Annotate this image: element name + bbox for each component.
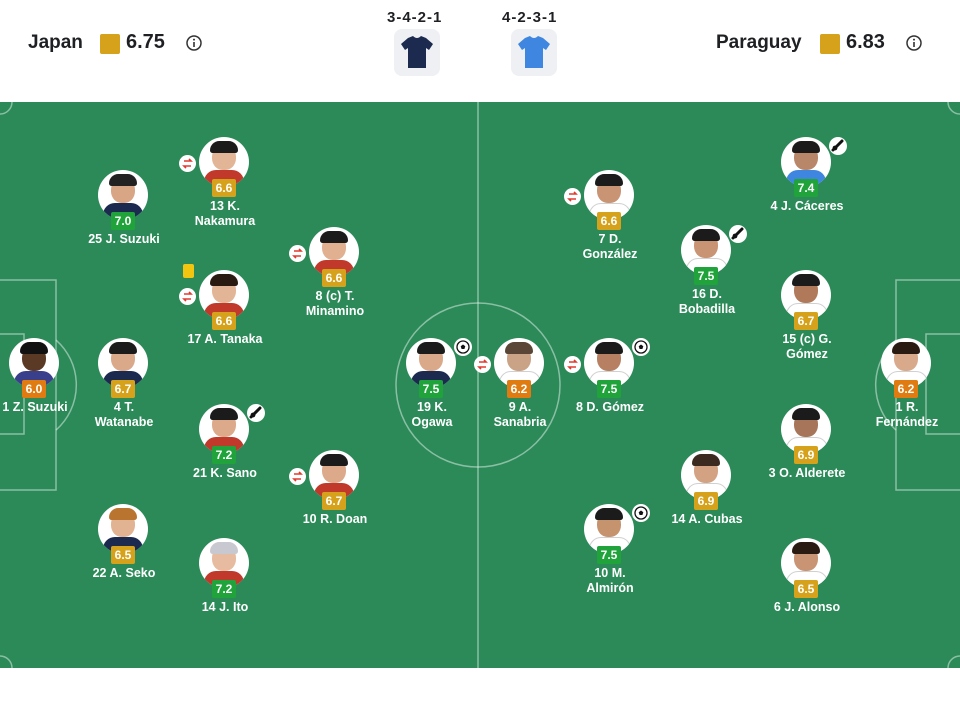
player-name: 22 A. Seko: [92, 566, 156, 580]
whistle-icon: [729, 225, 747, 243]
player-rating-badge: 6.7: [322, 492, 346, 510]
away-team-name[interactable]: Paraguay: [716, 32, 802, 53]
whistle-icon: [247, 404, 265, 422]
player-rating-badge: 7.4: [794, 179, 818, 197]
player-name: 9 A.Sanabria: [493, 400, 547, 429]
player-rating-badge: 6.6: [322, 269, 346, 287]
player-name: 25 J. Suzuki: [88, 232, 160, 246]
player-name: 3 O. Alderete: [768, 466, 846, 480]
home-team-name[interactable]: Japan: [28, 32, 83, 53]
player-name: 1 R.Fernández: [875, 400, 939, 429]
goal-ball-icon: [632, 504, 650, 522]
goal-ball-icon: [454, 338, 472, 356]
home-jersey-card[interactable]: [394, 29, 440, 76]
player-name: 6 J. Alonso: [773, 600, 841, 614]
home-team-rating: 6.75: [126, 31, 165, 53]
home-info-icon[interactable]: [186, 35, 202, 51]
away-jersey-card[interactable]: [511, 29, 557, 76]
player-rating-badge: 6.0: [22, 380, 46, 398]
player-name: 13 K.Nakamura: [194, 199, 256, 228]
substitution-icon: [179, 288, 196, 305]
yellow-card-icon: [183, 264, 194, 278]
player-rating-badge: 7.2: [212, 446, 236, 464]
away-jersey-icon: [518, 36, 550, 68]
substitution-icon: [179, 155, 196, 172]
player-name: 14 J. Ito: [201, 600, 249, 614]
player-rating-badge: 6.9: [794, 446, 818, 464]
player-photo: [199, 404, 249, 454]
player-rating-badge: 6.6: [212, 179, 236, 197]
player-rating-badge: 6.6: [597, 212, 621, 230]
match-header: Japan 6.75 3-4-2-1 4-2-3-1 Paraguay 6.83: [0, 0, 960, 102]
home-formation: 3-4-2-1: [387, 9, 443, 26]
player-photo: [309, 227, 359, 277]
player-photo: [9, 338, 59, 388]
player-rating-badge: 7.5: [597, 546, 621, 564]
player-rating-badge: 6.2: [507, 380, 531, 398]
player-name: 16 D.Bobadilla: [678, 287, 736, 316]
substitution-icon: [564, 356, 581, 373]
player-name: 7 D.González: [582, 232, 638, 261]
player-photo: [199, 538, 249, 588]
away-formation: 4-2-3-1: [502, 9, 558, 26]
player-name: 1 Z. Suzuki: [2, 400, 68, 414]
home-rating-square: [100, 34, 120, 54]
player-rating-badge: 6.6: [212, 312, 236, 330]
player-rating-badge: 6.7: [111, 380, 135, 398]
player-name: 8 (c) T.Minamino: [305, 289, 365, 318]
player-name: 14 A. Cubas: [671, 512, 743, 526]
goal-ball-icon: [632, 338, 650, 356]
pitch: 6.0 1 Z. Suzuki 6.7 4 T.Watanabe 7.0 25 J. Su…: [0, 102, 960, 668]
player-rating-badge: 7.5: [597, 380, 621, 398]
player-photo: [494, 338, 544, 388]
player-rating-badge: 6.2: [894, 380, 918, 398]
player-rating-badge: 6.7: [794, 312, 818, 330]
player-photo: [309, 450, 359, 500]
player-name: 8 D. Gómez: [575, 400, 645, 414]
player-name: 4 J. Cáceres: [770, 199, 844, 213]
whistle-icon: [829, 137, 847, 155]
player-rating-badge: 6.9: [694, 492, 718, 510]
away-info-icon[interactable]: [906, 35, 922, 51]
player-name: 15 (c) G.Gómez: [782, 332, 832, 361]
substitution-icon: [289, 468, 306, 485]
home-jersey-icon: [401, 36, 433, 68]
player-name: 10 M.Almirón: [586, 566, 634, 595]
away-rating-square: [820, 34, 840, 54]
player-rating-badge: 6.5: [111, 546, 135, 564]
player-rating-badge: 6.5: [794, 580, 818, 598]
player-rating-badge: 7.2: [212, 580, 236, 598]
substitution-icon: [474, 356, 491, 373]
away-team-rating: 6.83: [846, 31, 885, 53]
player-rating-badge: 7.0: [111, 212, 135, 230]
player-photo: [681, 225, 731, 275]
player-name: 19 K.Ogawa: [411, 400, 453, 429]
substitution-icon: [564, 188, 581, 205]
player-name: 10 R. Doan: [302, 512, 368, 526]
player-photo: [584, 170, 634, 220]
player-rating-badge: 7.5: [694, 267, 718, 285]
player-rating-badge: 7.5: [419, 380, 443, 398]
substitution-icon: [289, 245, 306, 262]
player-photo: [781, 270, 831, 320]
player-name: 17 A. Tanaka: [187, 332, 263, 346]
player-name: 4 T.Watanabe: [94, 400, 154, 429]
footer-bar: [0, 668, 960, 704]
player-name: 21 K. Sano: [193, 466, 257, 480]
